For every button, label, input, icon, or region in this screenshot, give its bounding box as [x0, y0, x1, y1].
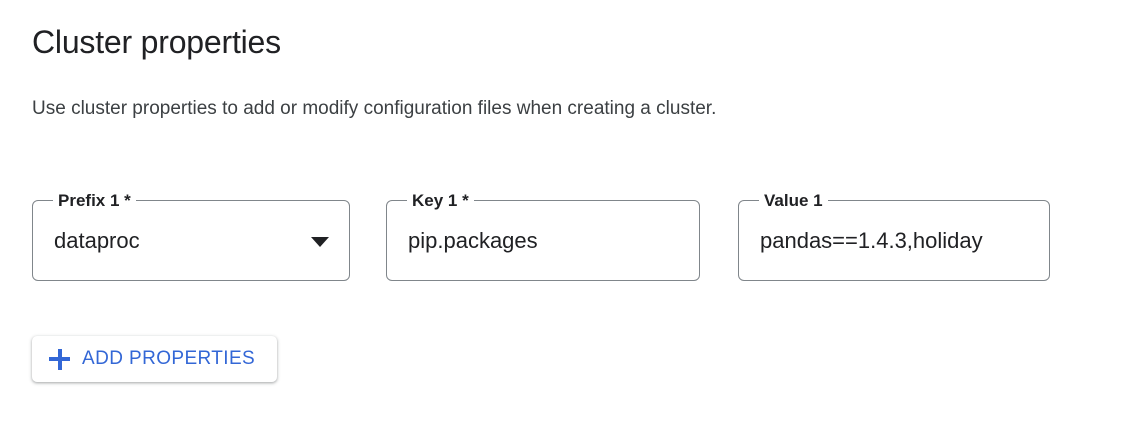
- prefix-1-value[interactable]: dataproc: [54, 228, 140, 253]
- key-1-field[interactable]: Key 1 * pip.packages: [386, 191, 700, 281]
- add-properties-label: ADD PROPERTIES: [82, 348, 256, 369]
- value-1-label: Value 1: [759, 191, 828, 211]
- prefix-1-label: Prefix 1 *: [53, 191, 136, 211]
- value-1-input[interactable]: pandas==1.4.3,holiday: [760, 228, 983, 253]
- key-1-label: Key 1 *: [407, 191, 474, 211]
- prefix-1-field[interactable]: Prefix 1 * dataproc: [32, 191, 350, 281]
- chevron-down-icon[interactable]: [311, 237, 329, 247]
- key-1-input[interactable]: pip.packages: [408, 228, 538, 253]
- plus-icon: [49, 348, 70, 370]
- page-title: Cluster properties: [32, 24, 281, 60]
- properties-row: Prefix 1 * dataproc Key 1 * pip.packages…: [0, 191, 1122, 290]
- add-properties-button[interactable]: ADD PROPERTIES: [32, 336, 278, 382]
- value-1-field[interactable]: Value 1 pandas==1.4.3,holiday: [738, 191, 1050, 281]
- section-description: Use cluster properties to add or modify …: [32, 98, 717, 119]
